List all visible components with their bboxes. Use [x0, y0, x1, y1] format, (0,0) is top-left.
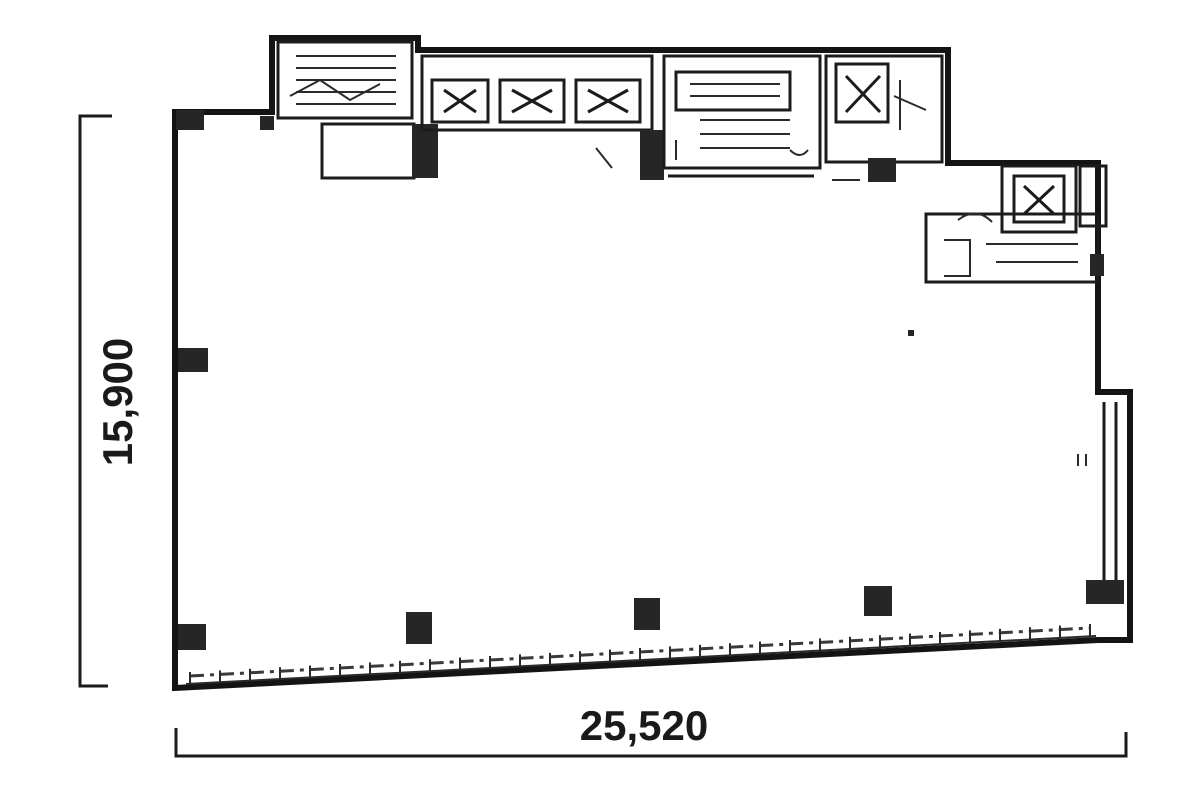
- column: [178, 624, 206, 650]
- column: [176, 110, 204, 130]
- core-service-room: [824, 54, 944, 182]
- window-mullions: [189, 624, 1091, 684]
- column: [178, 348, 208, 372]
- right-window-strip: [1077, 402, 1124, 604]
- width-dimension: 25,520: [174, 702, 1128, 758]
- structural-columns: [176, 110, 914, 650]
- column: [634, 598, 660, 630]
- column: [406, 612, 432, 644]
- core-stair-left: [276, 40, 438, 180]
- column: [260, 116, 274, 130]
- depth-dimension: 15,900: [78, 114, 141, 688]
- core-elevator: [662, 54, 822, 178]
- core-restrooms: [420, 54, 664, 180]
- column: [864, 586, 892, 616]
- column: [908, 330, 914, 336]
- right-service-block: [924, 164, 1108, 284]
- depth-label: 15,900: [94, 338, 141, 466]
- width-label: 25,520: [580, 702, 708, 749]
